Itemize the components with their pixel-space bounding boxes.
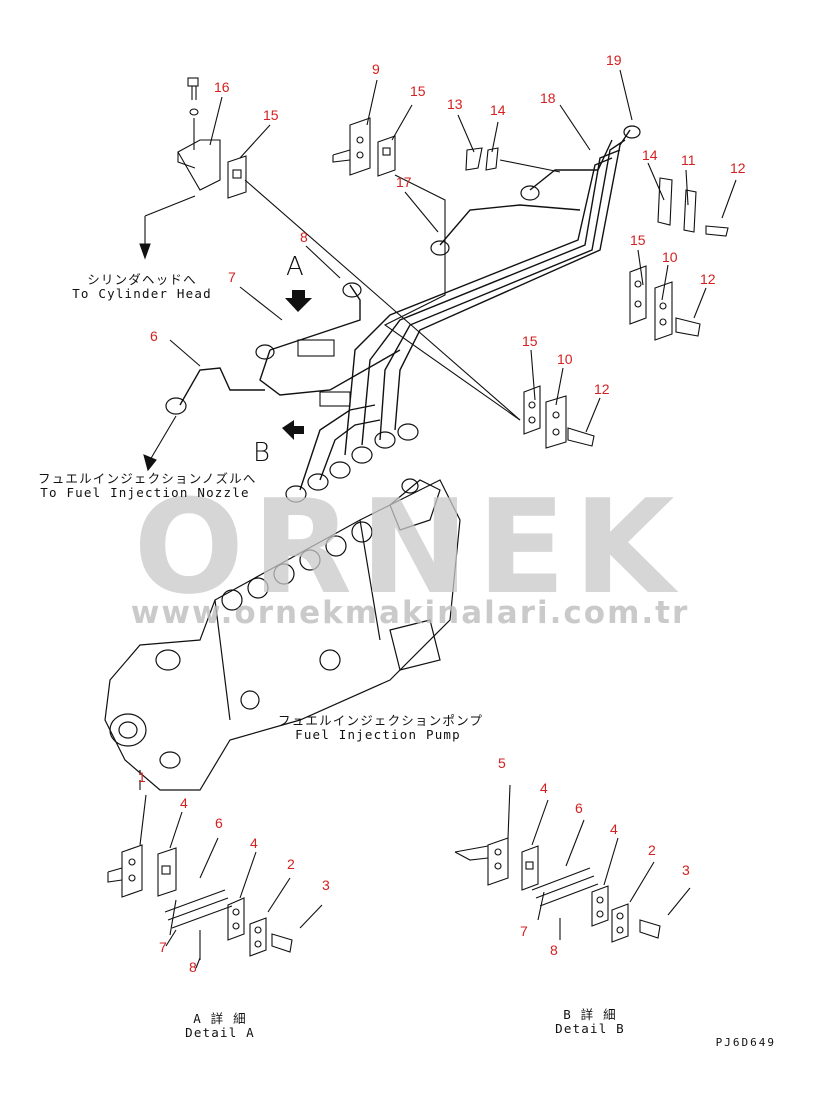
caption-detail-b-en: Detail B — [555, 1021, 625, 1037]
leader-lines — [169, 69, 737, 433]
callout-8: 8 — [550, 942, 558, 958]
note-pump: フュエルインジェクションポンプ Fuel Injection Pump — [278, 713, 484, 743]
callout-7: 7 — [159, 939, 167, 955]
callout-17: 17 — [396, 174, 412, 190]
note-nozzle: フュエルインジェクションノズルへ To Fuel Injection Nozzl… — [38, 471, 257, 501]
callout-6: 6 — [150, 328, 158, 344]
note-cylinder-head: シリンダヘッドへ To Cylinder Head — [68, 272, 216, 302]
caption-detail-b: B 詳 細 Detail B — [550, 1007, 630, 1037]
view-letter-a: A — [286, 252, 304, 282]
callout-11: 11 — [681, 152, 696, 168]
callout-10: 10 — [557, 351, 573, 367]
callout-15: 15 — [410, 83, 426, 99]
callout-9: 9 — [372, 61, 380, 77]
detail-b-drawing — [454, 784, 691, 943]
callout-4: 4 — [180, 795, 188, 811]
callout-10: 10 — [662, 249, 678, 265]
injection-pipes — [179, 129, 631, 491]
callout-8: 8 — [189, 959, 197, 975]
callout-16: 16 — [214, 79, 230, 95]
watermark-brand: ORNEK — [133, 471, 683, 623]
callout-1: 1 — [138, 769, 146, 785]
callout-4: 4 — [610, 821, 618, 837]
caption-detail-a-en: Detail A — [185, 1025, 255, 1041]
callout-6: 6 — [575, 800, 583, 816]
callout-2: 2 — [648, 842, 656, 858]
caption-detail-a: A 詳 細 Detail A — [180, 1011, 260, 1041]
note-pump-en: Fuel Injection Pump — [295, 727, 461, 743]
callout-3: 3 — [322, 877, 330, 893]
callout-7: 7 — [228, 269, 236, 285]
callout-12: 12 — [594, 381, 610, 397]
note-nozzle-jp: フュエルインジェクションノズルへ — [38, 471, 257, 486]
callout-4: 4 — [540, 780, 548, 796]
note-cylinder-head-en: To Cylinder Head — [72, 286, 212, 302]
callout-18: 18 — [540, 90, 556, 106]
watermark-url: www.ornekmakinalari.com.tr — [130, 595, 690, 631]
callout-6: 6 — [215, 815, 223, 831]
note-cylinder-head-jp: シリンダヘッドへ — [87, 272, 197, 287]
callout-12: 12 — [730, 160, 746, 176]
callout-19: 19 — [606, 52, 622, 68]
callout-15: 15 — [263, 107, 279, 123]
callout-13: 13 — [447, 96, 463, 112]
callout-5: 5 — [498, 755, 506, 771]
callout-4: 4 — [250, 835, 258, 851]
drawing-code: PJ6D649 — [715, 1036, 776, 1049]
callout-2: 2 — [287, 856, 295, 872]
callout-14: 14 — [490, 102, 506, 118]
note-nozzle-en: To Fuel Injection Nozzle — [40, 485, 250, 501]
callout-7: 7 — [520, 923, 528, 939]
note-pump-jp: フュエルインジェクションポンプ — [278, 713, 484, 728]
callout-3: 3 — [682, 862, 690, 878]
caption-detail-b-jp: B 詳 細 — [563, 1007, 617, 1022]
callout-15: 15 — [522, 333, 538, 349]
view-letter-b: B — [253, 438, 271, 468]
callout-8: 8 — [300, 229, 308, 245]
detail-a-drawing — [107, 794, 323, 969]
callout-15: 15 — [630, 232, 646, 248]
caption-detail-a-jp: A 詳 細 — [193, 1011, 247, 1026]
fuel-injection-pump — [104, 478, 461, 791]
callout-12: 12 — [700, 271, 716, 287]
callout-14: 14 — [642, 147, 658, 163]
